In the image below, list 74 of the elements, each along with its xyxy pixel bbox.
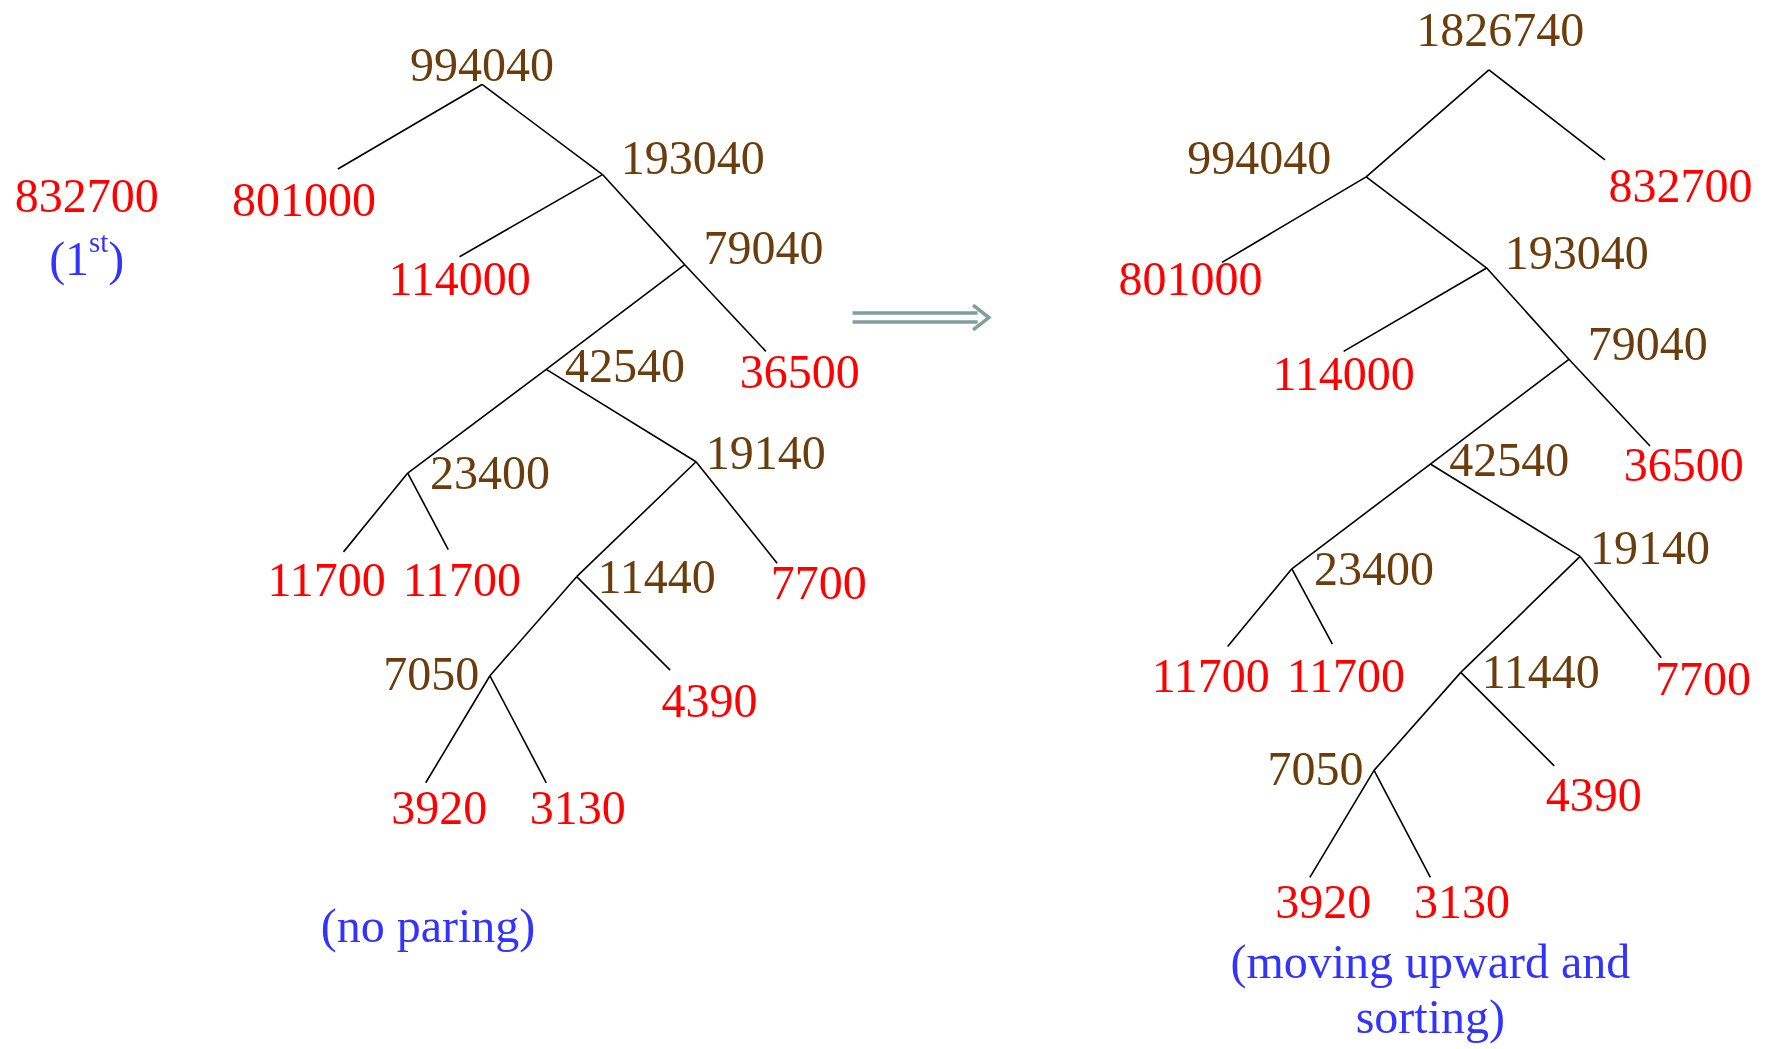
- tree-branch-line: [1226, 567, 1293, 648]
- tree-branch-line: [337, 83, 483, 170]
- tree-node-value: 114000: [388, 255, 531, 304]
- tree-branch-line: [1460, 671, 1556, 767]
- tree-branch-line: [481, 83, 604, 176]
- tree-branch-line: [424, 674, 491, 784]
- tree-node-value: 79040: [703, 223, 824, 272]
- tree-node-value: 42540: [565, 342, 686, 391]
- tree-node-value: 79040: [1587, 319, 1708, 368]
- tree-node-value: 11700: [267, 556, 386, 605]
- note-text: (1$^{st}$): [49, 231, 125, 287]
- note-text: (moving upward and sorting): [1230, 933, 1631, 1045]
- tree-node-value: 114000: [1272, 349, 1415, 398]
- tree-node-value: 36500: [739, 347, 860, 396]
- tree-branch-line: [1373, 671, 1462, 772]
- tree-branch-line: [1429, 358, 1570, 465]
- note-text: 832700: [14, 168, 159, 224]
- tree-branch-line: [1291, 463, 1432, 570]
- tree-node-value: 3130: [529, 783, 626, 832]
- tree-branch-line: [1460, 555, 1581, 674]
- tree-node-value: 19140: [1590, 524, 1710, 573]
- tree-branch-line: [406, 472, 450, 551]
- tree-node-value: 193040: [620, 133, 765, 182]
- tree-node-value: 11700: [402, 556, 521, 605]
- tree-branch-line: [545, 263, 686, 371]
- tree-branch-line: [1365, 69, 1490, 178]
- tree-node-value: 193040: [1504, 229, 1649, 278]
- tree-branch-line: [342, 472, 409, 553]
- tree-branch-line: [545, 368, 697, 463]
- tree-branch-line: [1309, 769, 1375, 879]
- tree-branch-line: [1342, 267, 1488, 353]
- tree-node-value: 11700: [1286, 651, 1405, 700]
- tree-node-value: 832700: [1608, 161, 1753, 210]
- tree-branch-line: [1579, 555, 1663, 659]
- tree-node-value: 1826740: [1416, 6, 1585, 55]
- note-text: (no paring): [320, 898, 536, 954]
- tree-branch-line: [695, 460, 778, 564]
- tree-node-value: 11700: [1151, 651, 1270, 700]
- tree-branch-line: [1488, 69, 1606, 161]
- tree-branch-line: [684, 263, 767, 353]
- tree-branch-line: [575, 575, 671, 671]
- tree-node-value: 19140: [705, 428, 826, 477]
- tree-node-value: 23400: [429, 449, 550, 498]
- tree-node-value: 7050: [383, 649, 480, 698]
- tree-branch-line: [1429, 463, 1581, 558]
- tree-node-value: 3920: [391, 783, 488, 832]
- tree-node-value: 3130: [1413, 878, 1510, 927]
- tree-node-value: 11440: [597, 552, 716, 601]
- tree-node-value: 42540: [1449, 435, 1570, 484]
- tree-branch-line: [406, 368, 548, 474]
- tree-node-value: 11440: [1481, 648, 1600, 697]
- tree-branch-line: [1291, 567, 1334, 646]
- tree-branch-line: [458, 173, 604, 258]
- tree-branch-line: [1568, 358, 1651, 447]
- tree-node-value: 23400: [1314, 544, 1435, 593]
- tree-node-value: 4390: [1545, 771, 1642, 820]
- tree-node-value: 7700: [770, 559, 867, 608]
- tree-node-value: 7700: [1654, 655, 1751, 704]
- tree-branch-line: [1221, 176, 1367, 264]
- tree-branch-line: [489, 575, 578, 677]
- tree-branch-line: [601, 173, 686, 266]
- tree-branch-line: [1485, 267, 1570, 361]
- tree-node-value: 994040: [1187, 133, 1332, 182]
- tree-node-value: 994040: [410, 41, 555, 90]
- tree-branch-line: [1365, 176, 1488, 269]
- tree-node-value: 7050: [1267, 745, 1364, 794]
- tree-node-value: 3920: [1275, 878, 1372, 927]
- tree-branch-line: [489, 674, 548, 784]
- tree-branch-line: [1373, 769, 1432, 879]
- tree-node-value: 801000: [1118, 255, 1263, 304]
- tree-node-value: 801000: [232, 176, 377, 225]
- tree-node-value: 4390: [661, 676, 758, 725]
- tree-branch-line: [575, 460, 697, 578]
- tree-node-value: 36500: [1623, 441, 1744, 490]
